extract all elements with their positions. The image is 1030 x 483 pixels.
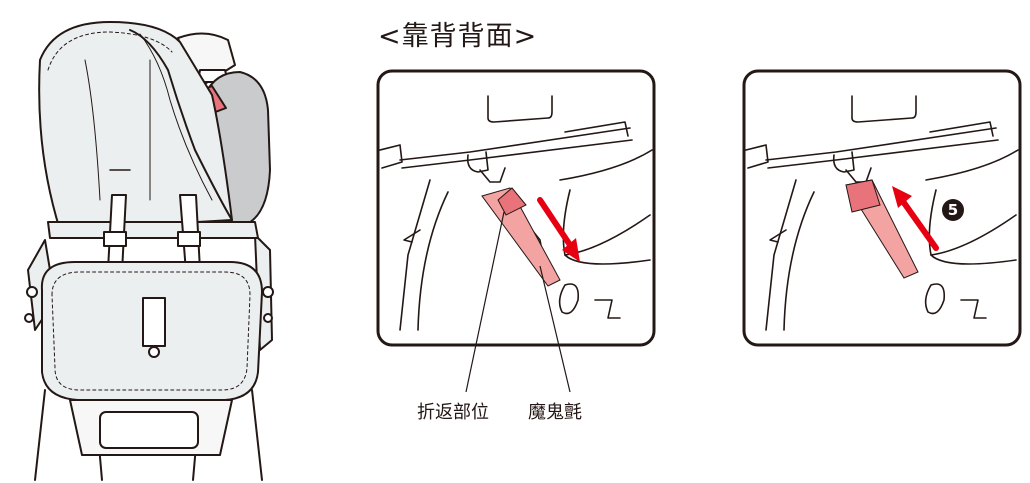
callout-velcro: 魔鬼氈 (528, 402, 582, 423)
seat-illustration (24, 21, 274, 481)
arrow-up-left-icon (892, 186, 939, 251)
fold-portion (497, 187, 527, 216)
callout-fold-portion: 折返部位 (417, 402, 489, 423)
arrow-down-right-icon (537, 197, 580, 262)
step-5-marker: 5 (942, 199, 964, 221)
detail-panel-after (742, 69, 1022, 347)
detail-panel-before (376, 69, 656, 393)
velcro-strap (481, 187, 561, 287)
page-title: <靠背背面> (378, 21, 538, 52)
